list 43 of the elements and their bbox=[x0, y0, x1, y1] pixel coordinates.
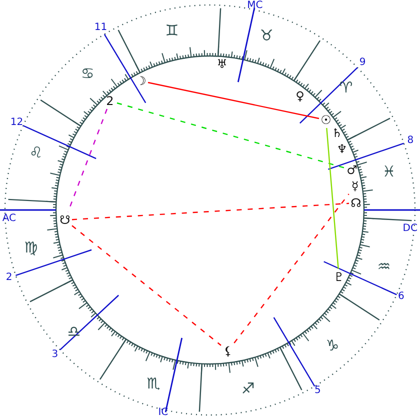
aspect-line bbox=[234, 194, 350, 344]
planet-glyph: ♂ bbox=[345, 162, 359, 178]
planet-glyph: ☋ bbox=[58, 212, 72, 228]
zodiac-sign-glyph: ♑ bbox=[326, 338, 340, 354]
planet-glyph: ♄ bbox=[330, 125, 344, 141]
zodiac-sign-glyph: ♋ bbox=[80, 66, 94, 82]
aspect-line bbox=[326, 128, 339, 270]
zodiac-sign-glyph: ♓ bbox=[382, 164, 396, 180]
angle-label: IC bbox=[158, 408, 168, 418]
planet-glyph: ☉ bbox=[319, 112, 333, 128]
angle-label: AC bbox=[2, 214, 16, 224]
zodiac-sign-glyph: ♎ bbox=[67, 324, 81, 340]
house-number: 3 bbox=[52, 350, 58, 360]
zodiac-sign-glyph: ♌ bbox=[29, 146, 43, 161]
house-number: 12 bbox=[10, 118, 24, 128]
angle-label: DC bbox=[402, 224, 418, 234]
planet-glyph: ⚸ bbox=[221, 343, 235, 359]
zodiac-sign-glyph: ♊ bbox=[165, 23, 179, 38]
zodiac-sign-glyph: ♐ bbox=[241, 382, 255, 396]
house-number: 6 bbox=[398, 292, 404, 302]
planet-glyph: 2 bbox=[103, 93, 117, 109]
zodiac-sign-glyph: ♉ bbox=[260, 28, 274, 44]
aspect-line bbox=[116, 102, 346, 169]
aspect-line bbox=[72, 225, 222, 346]
house-number: 2 bbox=[6, 272, 12, 283]
house-number: 5 bbox=[314, 386, 321, 396]
planet-glyph: ♅ bbox=[215, 56, 229, 72]
aspect-line bbox=[72, 202, 350, 220]
planet-glyph: ♀ bbox=[293, 88, 307, 104]
house-number: 9 bbox=[359, 58, 366, 68]
planet-glyph: ☿ bbox=[348, 178, 362, 194]
zodiac-sign-glyph: ♈ bbox=[339, 80, 353, 96]
house-number: 8 bbox=[407, 136, 414, 146]
planet-glyph: ♆ bbox=[335, 141, 349, 157]
zodiac-sign-glyph: ♍ bbox=[24, 240, 38, 256]
house-number: 11 bbox=[94, 23, 108, 34]
planet-glyph: ☽ bbox=[134, 73, 148, 89]
angle-label: MC bbox=[247, 0, 263, 11]
aspect-line bbox=[148, 82, 320, 120]
planet-glyph: ♇ bbox=[332, 269, 346, 285]
zodiac-sign-glyph: ♒ bbox=[377, 259, 391, 274]
planet-glyph: ☊ bbox=[349, 195, 363, 211]
zodiac-sign-glyph: ♏ bbox=[146, 376, 160, 392]
